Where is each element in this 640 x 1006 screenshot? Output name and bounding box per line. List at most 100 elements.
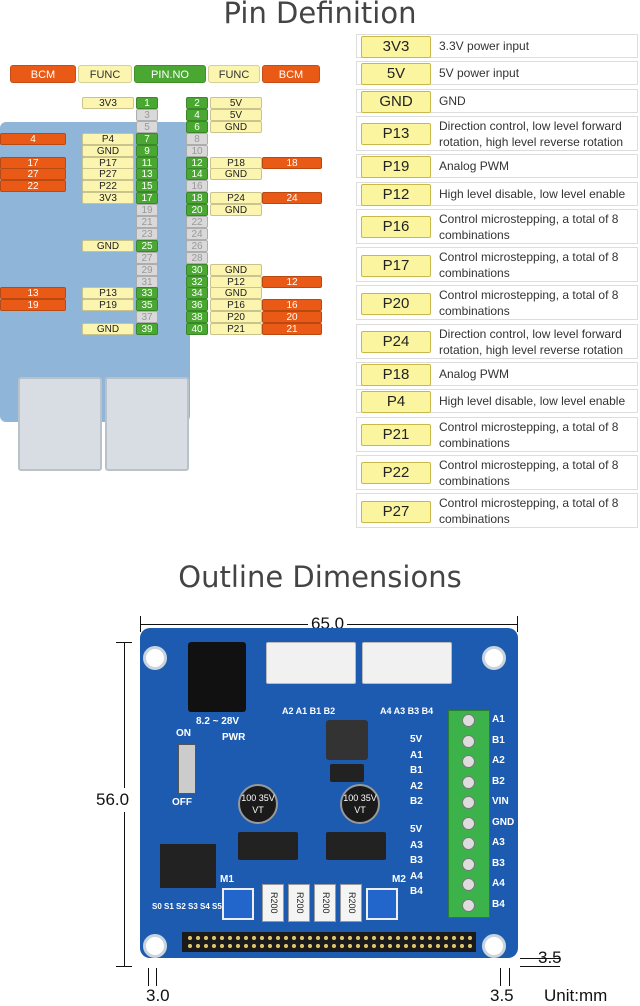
header-bcm-right: BCM [262, 65, 320, 83]
unit-label: Unit:mm [544, 986, 608, 1005]
table-row: P21 Control microstepping, a total of 8 c… [356, 416, 638, 452]
pin-number-right: 2 [186, 97, 208, 109]
table-row: P16 Control microstepping, a total of 8 c… [356, 208, 638, 244]
table-desc: Analog PWM [439, 159, 510, 174]
header-1-label: A1 [410, 749, 423, 761]
m2-label: M2 [392, 874, 406, 885]
bcm-label-right: 18 [262, 156, 322, 169]
hole-dim-left-b [156, 968, 157, 986]
pin-number-right: 12 [186, 156, 208, 169]
pin-number-right: 10 [186, 144, 208, 157]
table-pin: P21 [361, 424, 431, 447]
pin-header-bar: BCM FUNC PIN.NO FUNC BCM [0, 65, 330, 85]
header-1-label: B1 [410, 765, 423, 776]
bcm-label-left: 17 [0, 156, 66, 169]
hole-dim-right-b [509, 968, 510, 986]
table-pin: P22 [361, 462, 431, 485]
func-label-right: P16 [210, 299, 262, 312]
table-desc: GND [439, 93, 466, 108]
func-label-left: 3V3 [82, 97, 134, 109]
hole-offset-left-label: 3.0 [146, 986, 170, 1005]
func-label-right: P21 [210, 323, 262, 336]
table-desc: Control microstepping, a total of 8 comb… [439, 419, 619, 450]
bcm-label-left: 22 [0, 180, 66, 193]
pin-number-right: 24 [186, 227, 208, 240]
diode [330, 764, 364, 782]
pin-number-right: 14 [186, 168, 208, 181]
pin-number-right: 6 [186, 120, 208, 133]
func-label-left: P13 [82, 287, 134, 300]
table-pin: P12 [361, 183, 431, 206]
bcm-label-right: 21 [262, 323, 322, 336]
mount-hole-bl [143, 934, 167, 958]
header-1-label: 5V [410, 734, 423, 745]
bcm-label-right: 12 [262, 275, 322, 288]
table-desc: Control microstepping, a total of 8 comb… [439, 288, 619, 319]
table-desc: Control microstepping, a total of 8 comb… [439, 250, 619, 281]
table-pin: P20 [361, 292, 431, 315]
pin-number-left: 35 [136, 299, 158, 312]
func-label-left: P19 [82, 299, 134, 312]
gpio-pin-row-1 [186, 936, 474, 940]
pin-number-left: 11 [136, 156, 158, 169]
table-row: P20 Control microstepping, a total of 8 c… [356, 285, 638, 321]
dip-switch [160, 844, 216, 888]
bcm-label-left: 27 [0, 168, 66, 181]
terminal-label: A4 [492, 878, 505, 889]
header-1-label: A2 [410, 780, 423, 792]
connector-a [266, 642, 356, 684]
func-label-right: GND [210, 204, 262, 217]
table-desc: Control microstepping, a total of 8 comb… [439, 211, 619, 242]
func-label-left: GND [82, 323, 134, 336]
table-pin: P24 [361, 331, 431, 354]
pin-number-left: 39 [136, 323, 158, 336]
func-label-right: GND [210, 168, 262, 181]
func-label-left: P17 [82, 156, 134, 169]
dc-jack [188, 642, 246, 712]
height-tick-top [116, 642, 132, 643]
bcm-label-left: 19 [0, 299, 66, 312]
driver-chip-1 [238, 832, 298, 860]
outline-dimensions-title: Outline Dimensions [178, 560, 462, 594]
table-pin: P27 [361, 500, 431, 523]
connector-b-label: A4 A3 B3 B4 [380, 706, 434, 716]
pwr-label: PWR [222, 732, 246, 743]
pin-number-left: 7 [136, 132, 158, 145]
table-desc: Analog PWM [439, 367, 510, 381]
pin-number-right: 16 [186, 180, 208, 193]
bcm-label-right: 20 [262, 311, 322, 324]
bcm-label-left: 4 [0, 132, 66, 145]
bcm-label-right: 24 [262, 192, 322, 205]
terminal-label: B3 [492, 857, 505, 869]
bcm-label-left: 13 [0, 287, 66, 300]
pin-number-right: 30 [186, 263, 208, 276]
terminal-label: B1 [492, 734, 505, 746]
func-label-left: P4 [82, 132, 134, 145]
table-pin: 3V3 [361, 36, 431, 58]
hole-dim-left-a [148, 968, 149, 986]
voltage-label: 8.2 ~ 28V [196, 716, 240, 727]
pin-number-right: 28 [186, 251, 208, 264]
terminal-label: B2 [492, 775, 505, 787]
m1-label: M1 [220, 874, 234, 885]
terminal-screw [462, 755, 475, 768]
pin-number-right: 40 [186, 323, 208, 336]
pin-number-left: 33 [136, 287, 158, 300]
table-pin: P16 [361, 216, 431, 239]
table-pin: 5V [361, 63, 431, 86]
resistor-2: R200 [288, 884, 310, 922]
gpio-header [182, 932, 476, 952]
power-switch [178, 744, 196, 794]
table-pin: P4 [361, 391, 431, 414]
ethernet-port [105, 377, 189, 471]
resistor-4: R200 [340, 884, 362, 922]
terminal-screw [462, 857, 475, 871]
pin-number-right: 38 [186, 311, 208, 324]
